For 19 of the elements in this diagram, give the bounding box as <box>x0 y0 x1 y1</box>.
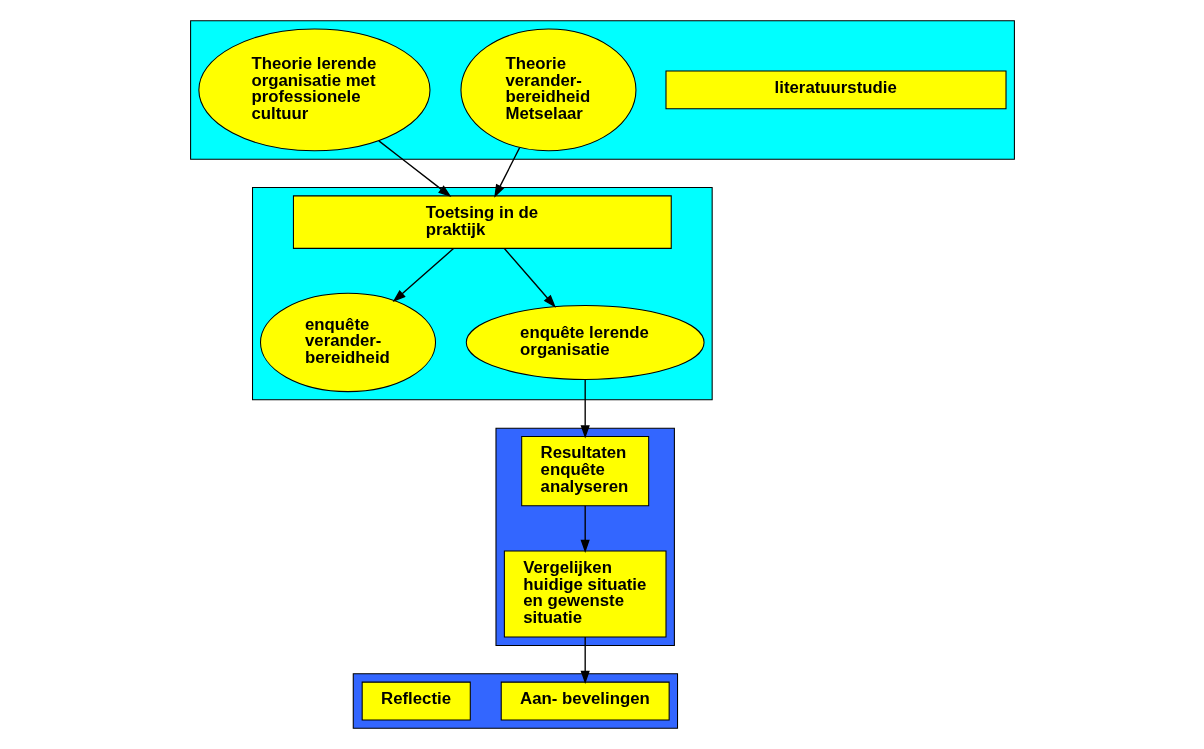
arrow <box>580 636 590 685</box>
node-box: Aan- bevelingen <box>500 681 670 721</box>
node-ellipse: enquête lerende organisatie <box>465 305 705 380</box>
node-box: Reflectie <box>361 681 471 721</box>
node-box: literatuurstudie <box>664 70 1007 110</box>
arrow <box>503 247 556 308</box>
node-box: Vergelijken huidige situatie en gewenste situatie <box>503 550 666 638</box>
cluster <box>189 20 1015 160</box>
arrow <box>580 505 590 553</box>
node-ellipse: Theorie lerende organisatie met professionele cultuur <box>197 28 430 152</box>
arrow <box>377 140 451 198</box>
node-box: Resultaten enquête analyseren <box>520 436 649 507</box>
arrow <box>493 147 520 198</box>
cluster <box>352 673 678 729</box>
node-ellipse: Theorie verander- bereidheid Metselaar <box>459 28 636 152</box>
node-ellipse: enquête verander- bereidheid <box>259 292 436 393</box>
node-box: Toetsing in de praktijk <box>292 195 672 249</box>
arrow <box>580 379 590 439</box>
arrow <box>392 247 454 303</box>
